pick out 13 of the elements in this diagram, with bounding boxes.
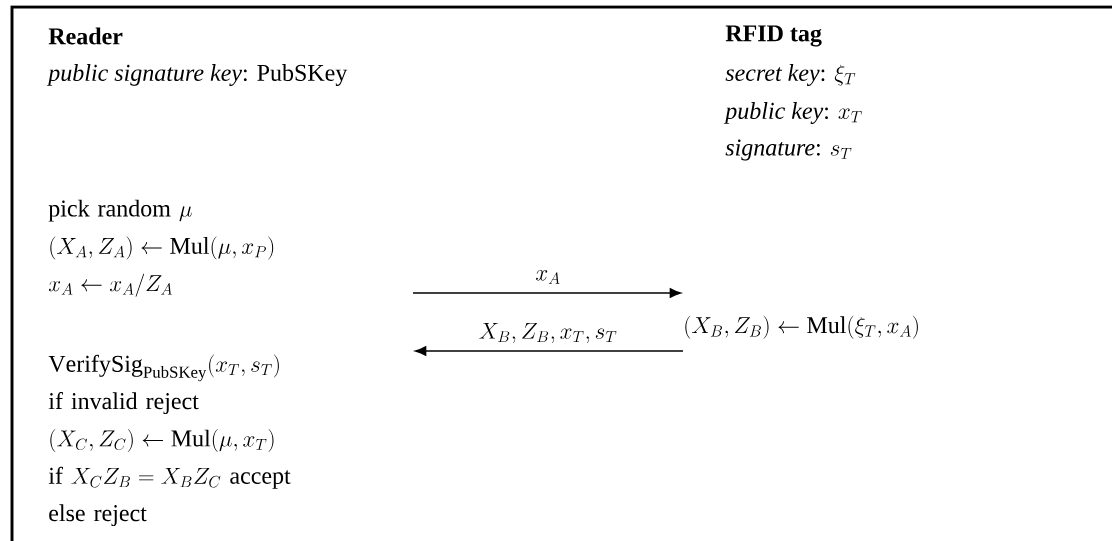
key-text: $\textit{public signature key}\text{: }\textsc{PubSKey}$ bbox=[46, 64, 348, 86]
computation-text: $\mathrm{VerifySig}_{\textsc{PubSKey}}(x_T, s_T)$ $\text{if invalid reject}$ $(X_C, Z_C) \leftarrow \mathrm{Mul}(\mu, x_T)$ $\text{if } X_C Z_B = X_B Z_C \text{ accept}$ $\text{else reject}$ bbox=[48, 354, 291, 527]
key-text: $\textit{public key}\text{: }x_T$ bbox=[723, 102, 862, 124]
edge-label: $X_B, Z_B, x_T, s_T$ bbox=[477, 321, 619, 345]
computation-text: $\text{pick random } \mu$ $(X_A, Z_A) \leftarrow \mathrm{Mul}(\mu, x_P)$ $x_A \leftarrow x_A / Z_A$ bbox=[48, 199, 274, 297]
key-text: $\textit{signature}\text{: }s_T$ bbox=[725, 139, 852, 161]
computation-text: $(X_B, Z_B) \leftarrow \mathrm{Mul}(\xi_T, x_A)$ bbox=[685, 315, 918, 339]
arrow bbox=[415, 346, 684, 356]
column-heading: Reader bbox=[48, 27, 123, 45]
column-heading: RFID tag bbox=[725, 25, 822, 47]
arrow bbox=[412, 288, 681, 298]
edge-label: $x_A$ bbox=[534, 268, 562, 285]
key-text: $\textit{secret key}\text{: }\xi_T$ bbox=[725, 64, 856, 86]
